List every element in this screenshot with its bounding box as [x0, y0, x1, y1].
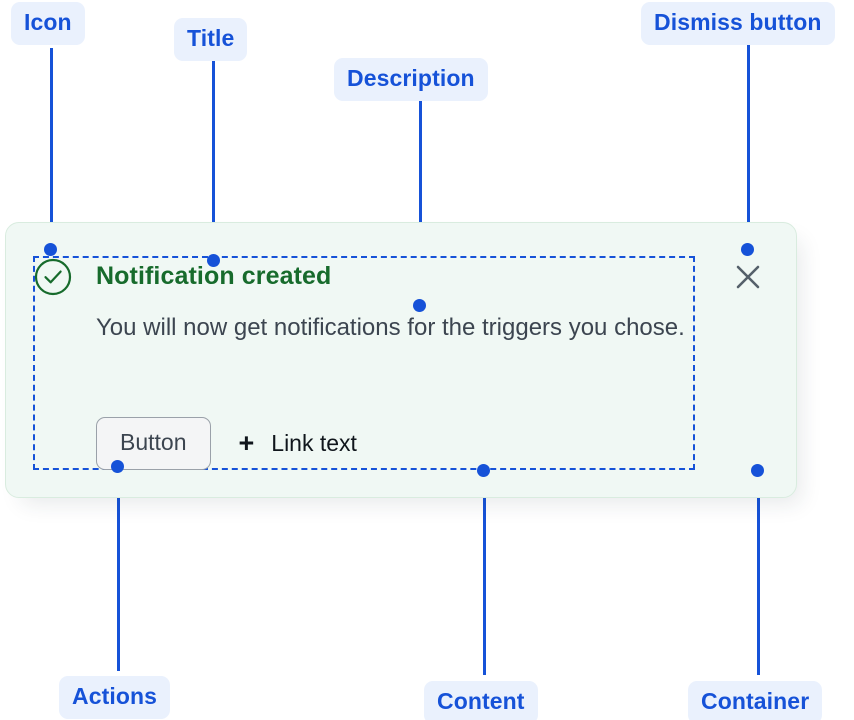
leader-line-desc — [419, 100, 422, 305]
plus-icon: + — [238, 428, 255, 458]
annotation-label-content: Content — [424, 681, 538, 720]
link-action-label: Link text — [271, 430, 357, 456]
leader-line-container — [757, 470, 760, 675]
dismiss-button[interactable] — [733, 262, 763, 292]
leader-dot-content — [477, 464, 490, 477]
leader-line-dismiss — [747, 43, 750, 250]
leader-line-title — [212, 60, 215, 260]
annotation-label-actions: Actions — [59, 676, 171, 719]
leader-line-actions — [117, 466, 120, 671]
leader-dot-desc — [413, 299, 426, 312]
leader-dot-actions — [111, 460, 124, 473]
annotation-label-dismiss: Dismiss button — [641, 2, 835, 45]
annotation-label-icon: Icon — [11, 2, 85, 45]
primary-action-button[interactable]: Button — [96, 417, 211, 470]
annotation-label-title: Title — [174, 18, 248, 61]
leader-dot-title — [207, 254, 220, 267]
content-outline — [33, 256, 695, 470]
leader-dot-container — [751, 464, 764, 477]
notification-description: You will now get notifications for the t… — [96, 314, 685, 341]
notification-actions: Button + Link text — [96, 417, 357, 470]
annotation-label-description: Description — [334, 58, 488, 101]
leader-line-content — [483, 470, 486, 675]
leader-dot-icon — [44, 243, 57, 256]
annotation-label-container: Container — [688, 681, 823, 720]
leader-dot-dismiss — [741, 243, 754, 256]
check-circle-icon — [34, 258, 72, 296]
link-action[interactable]: + Link text — [239, 430, 357, 457]
